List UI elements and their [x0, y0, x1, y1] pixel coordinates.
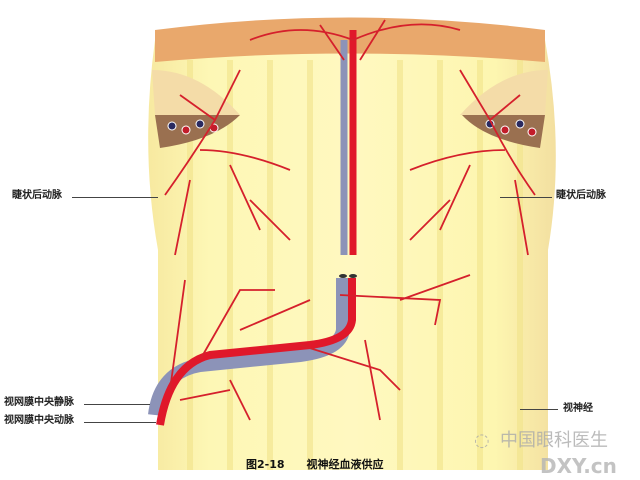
choroid-right: [460, 70, 548, 115]
figure-number: 图2-18: [246, 458, 285, 471]
label-ciliary-artery-left: 睫状后动脉: [12, 190, 62, 201]
label-ciliary-artery-right: 睫状后动脉: [556, 190, 606, 201]
artery-leader: [84, 422, 156, 423]
central-vessels: [148, 30, 357, 426]
wechat-icon: ◌: [474, 430, 490, 451]
label-central-retinal-artery: 视网膜中央动脉: [4, 415, 74, 426]
ciliary-region-left: [155, 115, 240, 148]
nerve-leader: [520, 409, 558, 410]
ciliary-left-leader: [72, 197, 158, 198]
central-artery-lower: [156, 278, 356, 426]
figure-caption: 图2-18 视神经血液供应: [246, 458, 406, 471]
figure-title: 视神经血液供应: [306, 458, 384, 471]
label-central-retinal-vein: 视网膜中央静脉: [4, 397, 74, 408]
vein-leader: [84, 404, 150, 405]
watermark-site: DXY.cn: [540, 454, 617, 478]
watermark-text: 中国眼科医生: [500, 430, 608, 451]
arterial-branches: [164, 19, 536, 421]
choroid-left: [152, 70, 240, 115]
label-optic-nerve: 视神经: [563, 403, 593, 414]
ciliary-right-leader: [500, 197, 552, 198]
